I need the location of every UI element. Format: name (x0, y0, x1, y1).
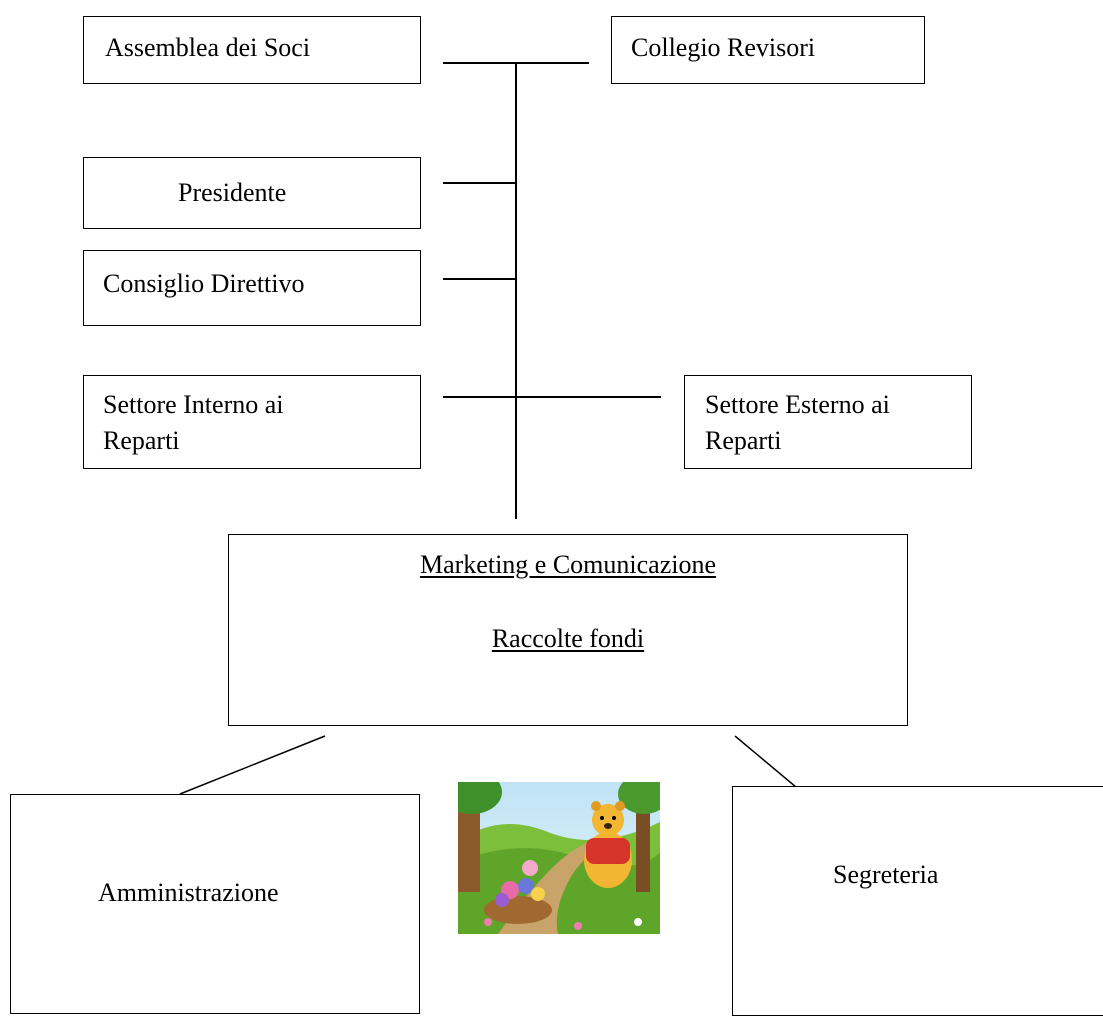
amministrazione-box: Amministrazione (10, 794, 420, 1014)
segreteria-label: Segreteria (833, 860, 939, 889)
segreteria-box: Segreteria (732, 786, 1103, 1016)
connector-consiglio (443, 278, 516, 280)
bear-scene-image (458, 782, 660, 934)
consiglio-box: Consiglio Direttivo (83, 250, 421, 326)
presidente-label: Presidente (178, 178, 287, 207)
settore-esterno-box: Settore Esterno ai Reparti (684, 375, 972, 469)
settore-interno-box: Settore Interno ai Reparti (83, 375, 421, 469)
raccolte-label: Raccolte fondi (491, 624, 645, 653)
consiglio-label: Consiglio Direttivo (103, 269, 305, 298)
assemblea-label: Assemblea dei Soci (105, 33, 311, 62)
marketing-box: Marketing e Comunicazione Raccolte fondi (228, 534, 908, 726)
connector-settori (443, 396, 661, 398)
collegio-label: Collegio Revisori (631, 33, 816, 62)
amministrazione-label: Amministrazione (98, 878, 279, 907)
main-trunk-line (515, 62, 517, 519)
collegio-box: Collegio Revisori (611, 16, 925, 84)
presidente-box: Presidente (83, 157, 421, 229)
connector-presidente (443, 182, 516, 184)
cartoon-bear-illustration (458, 782, 660, 934)
connector-amministrazione (179, 735, 326, 795)
marketing-label: Marketing e Comunicazione (419, 550, 717, 579)
settore-interno-label: Settore Interno ai Reparti (103, 390, 284, 456)
assemblea-box: Assemblea dei Soci (83, 16, 421, 84)
connector-assemblea-collegio (443, 62, 589, 64)
settore-esterno-label: Settore Esterno ai Reparti (705, 390, 890, 456)
